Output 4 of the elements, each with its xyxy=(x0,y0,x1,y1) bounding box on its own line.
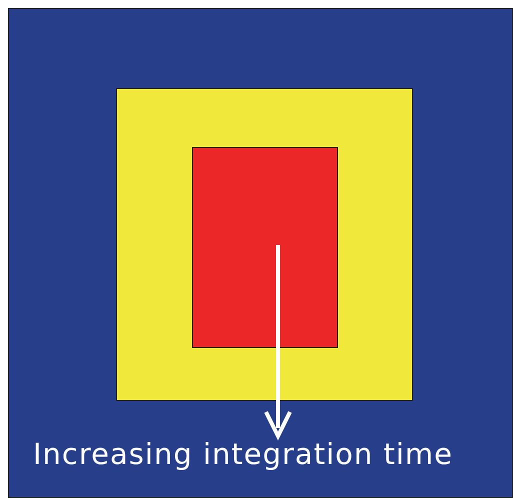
background-panel xyxy=(8,8,513,498)
square-region xyxy=(116,88,413,401)
axis-caption: Increasing integration time xyxy=(33,437,453,471)
square-region xyxy=(192,147,338,348)
